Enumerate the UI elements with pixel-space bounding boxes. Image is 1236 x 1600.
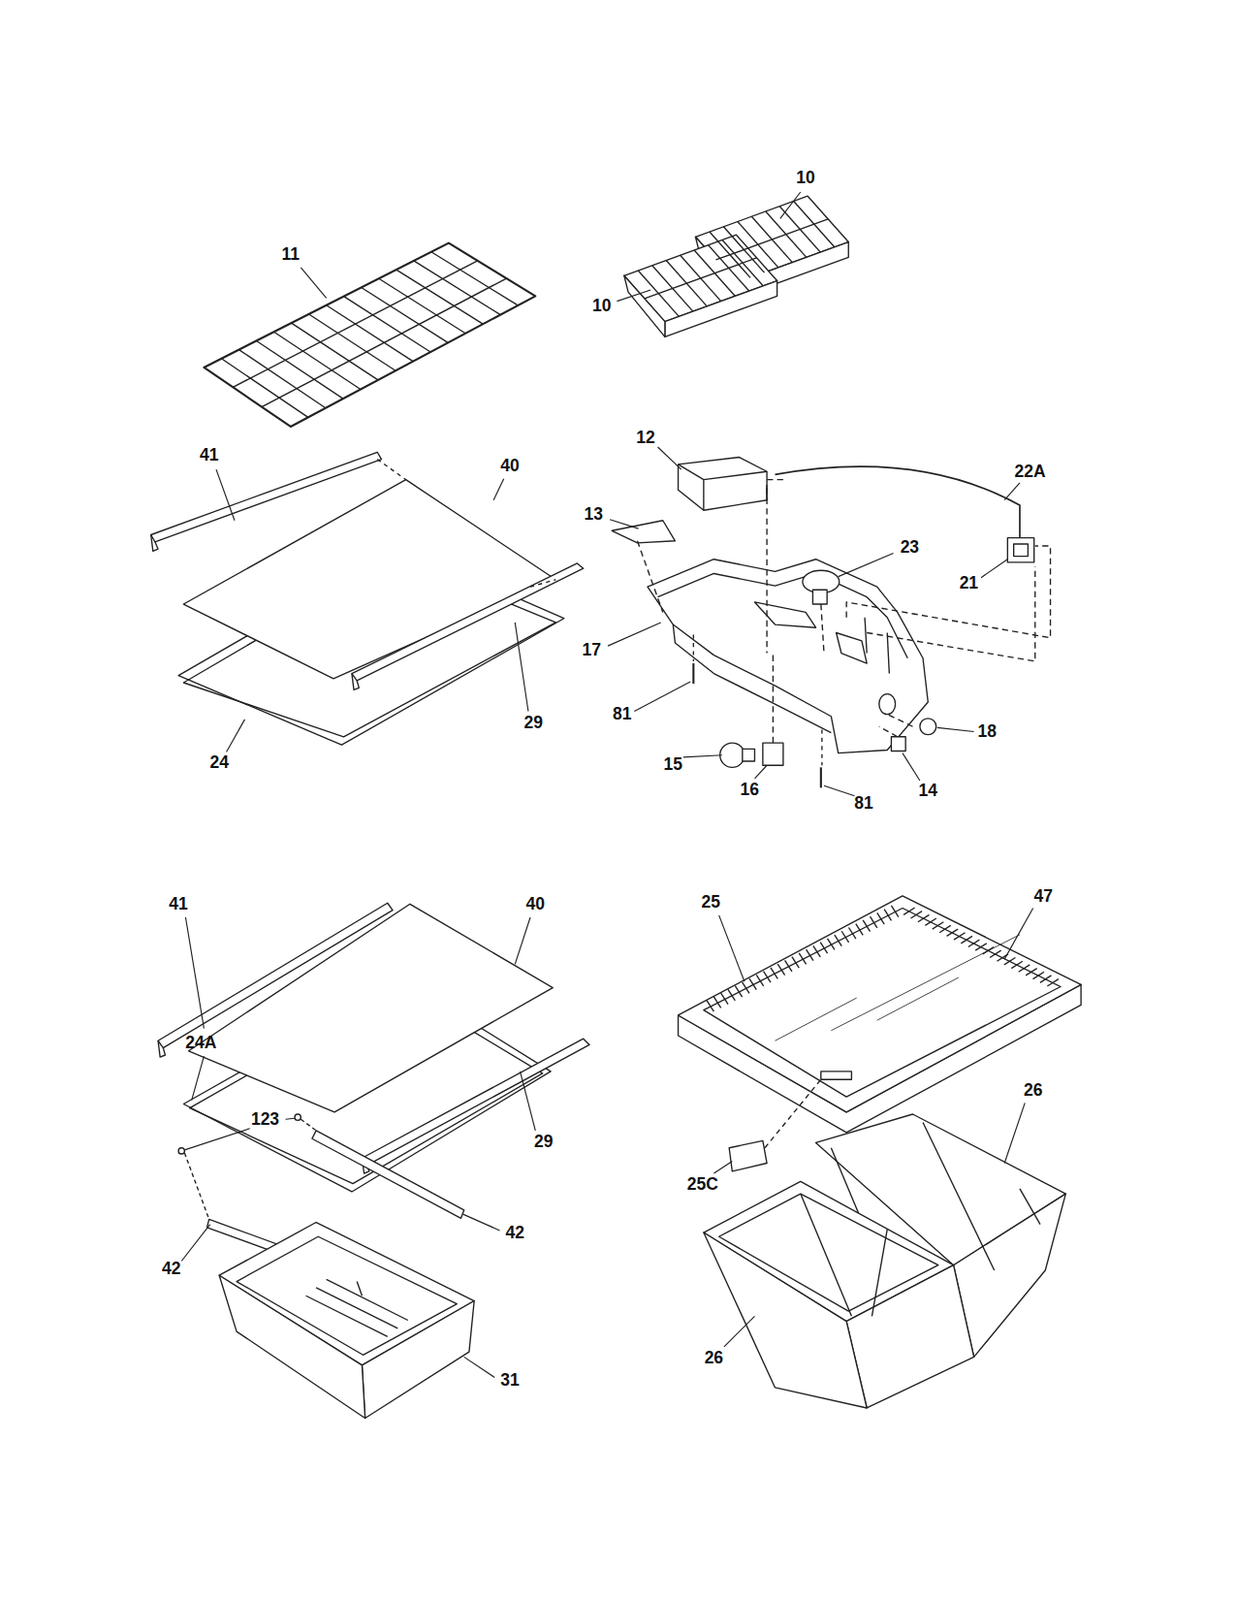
callout-number: 24 (209, 754, 228, 772)
vent-slot (820, 942, 827, 954)
leader-lines (181, 191, 1033, 1377)
vent-slot (1046, 979, 1059, 986)
callout-number: 26 (704, 1349, 724, 1367)
callout-number: 21 (959, 574, 979, 593)
vent-slot (798, 952, 806, 965)
callout-number: 42 (506, 1224, 525, 1242)
vent-slot (721, 992, 729, 1005)
vent-slot (947, 928, 959, 936)
vent-slot (855, 923, 863, 936)
callout-number: 11 (282, 246, 301, 264)
callout-number: 10 (592, 297, 611, 316)
vent-slot (713, 996, 721, 1009)
callout-number: 29 (534, 1133, 553, 1151)
callout-number: 12 (635, 430, 655, 448)
callout-number: 81 (612, 706, 632, 725)
callout-number: 41 (168, 895, 188, 914)
callout-number: 23 (900, 538, 920, 557)
callout-number: 81 (854, 794, 873, 813)
tray-divider (715, 219, 828, 260)
vent-slot (749, 978, 757, 990)
shelf-wire (232, 260, 477, 387)
vent-slot (763, 971, 771, 983)
callout-number: 22A (1014, 463, 1046, 481)
vent-slot (1018, 964, 1031, 972)
vent-slot (884, 909, 891, 921)
callout-number: 26 (1023, 1081, 1043, 1100)
vent-slot (1011, 960, 1023, 968)
shelf-wire (379, 278, 466, 334)
vent-slot (924, 918, 937, 925)
vent-slot (869, 916, 877, 928)
vent-slot (813, 945, 821, 957)
callout-number: 42 (161, 1260, 181, 1278)
vent-slot (989, 950, 1002, 957)
vent-slot (890, 905, 898, 918)
vent-slot (975, 943, 987, 951)
callout-number: 10 (795, 169, 815, 188)
vent-slot (932, 921, 945, 929)
tray-divider (644, 257, 758, 299)
vent-slot (706, 1000, 714, 1013)
vent-slot (1040, 975, 1052, 983)
vent-slot (953, 932, 966, 940)
vent-slot (918, 914, 930, 921)
callout-number: 40 (526, 895, 545, 914)
vent-slot (728, 988, 735, 1001)
vent-slot (877, 912, 885, 924)
ice-trays (624, 195, 849, 337)
callout-number: 25C (687, 1176, 719, 1195)
vent-slot (1025, 968, 1038, 976)
callout-number: 40 (500, 457, 519, 476)
vent-slot (742, 982, 750, 994)
vent-slot (939, 924, 951, 932)
vent-slot (911, 911, 923, 919)
callout-number: 15 (664, 756, 683, 774)
callout-number: 16 (739, 782, 759, 800)
vent-slot (734, 985, 742, 998)
crisper-bins (703, 1113, 1066, 1408)
glass-shelf-lower (158, 902, 590, 1418)
vent-slot (770, 967, 778, 980)
vent-slot (960, 935, 973, 943)
vent-slot (777, 963, 785, 976)
vent-slot (862, 919, 870, 932)
vent-slot (1004, 957, 1016, 965)
shelf-wire (361, 286, 448, 343)
callout-number: 24A (185, 1034, 217, 1052)
callout-number: 123 (251, 1110, 280, 1129)
callout-number: 41 (199, 446, 219, 465)
shelf-wire (261, 278, 507, 408)
callout-number: 18 (978, 724, 997, 742)
callout-number: 25 (700, 893, 720, 912)
vent-slot (1033, 971, 1046, 979)
vent-slot (849, 926, 856, 939)
callout-number: 29 (523, 714, 542, 732)
callout-number: 47 (1033, 887, 1052, 906)
glass-shelf-upper (151, 451, 584, 745)
wire-shelf (203, 243, 536, 427)
vent-slot (827, 938, 835, 951)
callout-number: 14 (919, 783, 938, 801)
callout-number: 17 (581, 641, 601, 660)
vent-slot (756, 974, 763, 986)
vent-slot (841, 930, 849, 943)
vent-slot (806, 949, 814, 961)
vent-slot (785, 959, 793, 972)
vent-slot (968, 939, 981, 947)
vent-slot (792, 956, 799, 969)
callout-number: 13 (584, 507, 603, 525)
light-housing (611, 457, 1050, 789)
vent-slot (903, 907, 916, 915)
vent-slot (834, 934, 842, 947)
callout-number: 31 (500, 1372, 519, 1391)
